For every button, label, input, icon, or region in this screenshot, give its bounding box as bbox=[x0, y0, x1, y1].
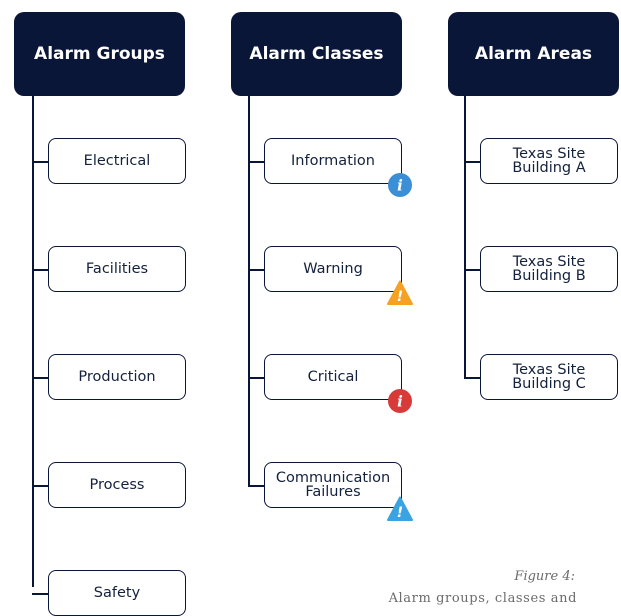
class-node-information: Information i bbox=[264, 138, 412, 197]
area-node-building-a: Texas Site Building A bbox=[480, 138, 618, 184]
connector bbox=[248, 485, 264, 487]
area-node-building-c: Texas Site Building C bbox=[480, 354, 618, 400]
class-node-critical: Critical i bbox=[264, 354, 412, 413]
group-node-process: Process bbox=[48, 462, 186, 508]
figure-description: Alarm groups, classes and bbox=[388, 591, 577, 606]
connector bbox=[464, 377, 480, 379]
figure-number: Figure 4: bbox=[514, 569, 575, 584]
svg-text:!: ! bbox=[397, 289, 403, 305]
connector bbox=[32, 593, 48, 595]
node-label: Texas Site Building B bbox=[512, 253, 586, 284]
connector bbox=[464, 269, 480, 271]
node-label: Critical bbox=[307, 368, 359, 385]
connector bbox=[32, 161, 48, 163]
area-node-building-b: Texas Site Building B bbox=[480, 246, 618, 292]
node-label: Facilities bbox=[85, 260, 149, 277]
alarm-groups-title: Alarm Groups bbox=[34, 44, 165, 64]
alarm-classes-header: Alarm Classes bbox=[231, 12, 402, 96]
info-icon: i bbox=[388, 173, 412, 197]
node-label: Production bbox=[78, 368, 156, 385]
node-label: Texas Site Building C bbox=[512, 361, 586, 392]
alarm-areas-title: Alarm Areas bbox=[474, 44, 593, 64]
node-label: Information bbox=[291, 152, 375, 169]
alarm-groups-header: Alarm Groups bbox=[14, 12, 185, 96]
connector bbox=[32, 377, 48, 379]
classes-trunk-line bbox=[248, 96, 250, 485]
group-node-electrical: Electrical bbox=[48, 138, 186, 184]
comm-warning-icon: ! bbox=[387, 496, 413, 521]
areas-trunk-line bbox=[464, 96, 466, 377]
svg-text:!: ! bbox=[397, 505, 403, 521]
class-node-warning: Warning ! bbox=[264, 246, 413, 305]
figure-caption: Figure 4: Alarm groups, classes and bbox=[331, 570, 621, 605]
node-label: Safety bbox=[93, 584, 141, 601]
connector bbox=[32, 485, 48, 487]
alarm-areas-header: Alarm Areas bbox=[448, 12, 619, 96]
node-label: Communication Failures bbox=[275, 469, 391, 500]
node-label: Warning bbox=[303, 260, 363, 277]
connector bbox=[248, 269, 264, 271]
connector bbox=[32, 269, 48, 271]
connector bbox=[248, 377, 264, 379]
group-node-safety: Safety bbox=[48, 570, 186, 616]
groups-trunk-line bbox=[32, 96, 34, 587]
group-node-facilities: Facilities bbox=[48, 246, 186, 292]
svg-text:i: i bbox=[397, 177, 403, 195]
node-label: Electrical bbox=[83, 152, 151, 169]
node-label: Process bbox=[89, 476, 145, 493]
svg-text:i: i bbox=[397, 393, 403, 411]
critical-icon: i bbox=[388, 389, 412, 413]
connector bbox=[464, 161, 480, 163]
connector bbox=[248, 161, 264, 163]
warning-icon: ! bbox=[387, 280, 413, 305]
class-node-communication-failures: Communication Failures ! bbox=[264, 462, 413, 521]
alarm-classes-title: Alarm Classes bbox=[249, 44, 384, 64]
node-label: Texas Site Building A bbox=[512, 145, 586, 176]
group-node-production: Production bbox=[48, 354, 186, 400]
